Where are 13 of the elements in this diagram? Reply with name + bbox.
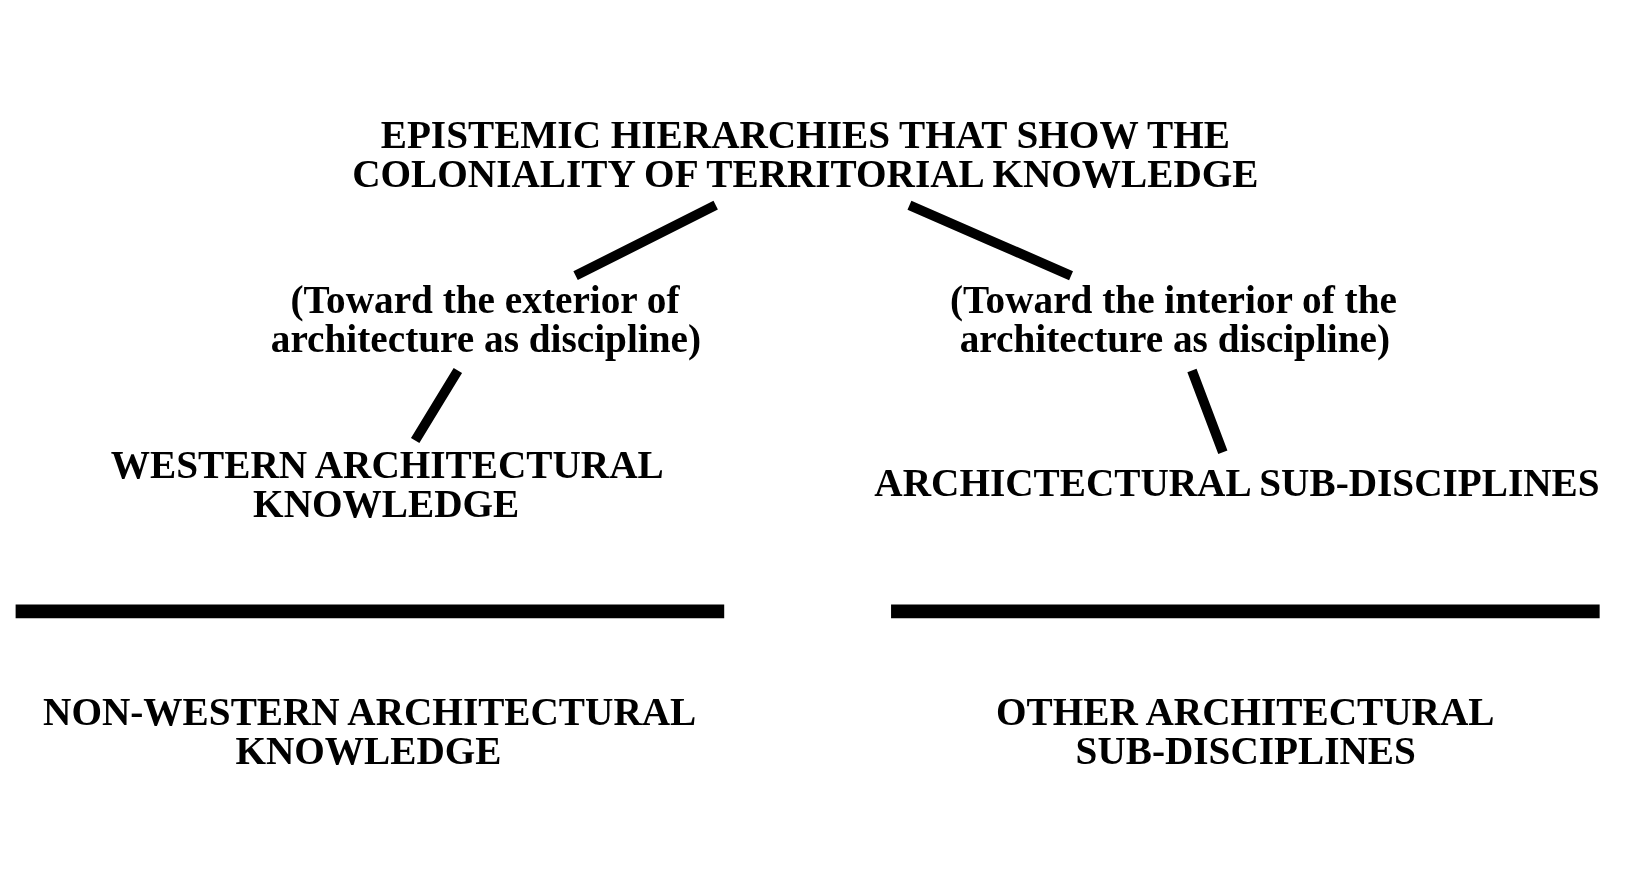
node-text: EPISTEMIC HIERARCHIES THAT SHOW THE COLONIALITY OF TERRITORIAL KNOWLEDGE	[352, 113, 1259, 196]
node-bar	[15, 604, 725, 619]
node-text: ARCHICTECTURAL SUB-DISCIPLINES	[874, 460, 1600, 504]
node-text: (Toward the interior of the architecture as discipline)	[949, 278, 1397, 361]
node-text: OTHER ARCHITECTURAL SUB-DISCIPLINES	[996, 690, 1495, 773]
node-text: (Toward the exterior of architecture as discipline)	[270, 278, 702, 361]
node-bar	[891, 604, 1600, 619]
connector	[573, 200, 718, 281]
node-text: NON-WESTERN ARCHITECTURAL KNOWLEDGE	[43, 690, 697, 773]
connector	[411, 367, 463, 444]
node-text: WESTERN ARCHITECTURAL KNOWLEDGE	[110, 442, 664, 526]
connector	[1187, 368, 1228, 454]
connector	[907, 200, 1073, 281]
